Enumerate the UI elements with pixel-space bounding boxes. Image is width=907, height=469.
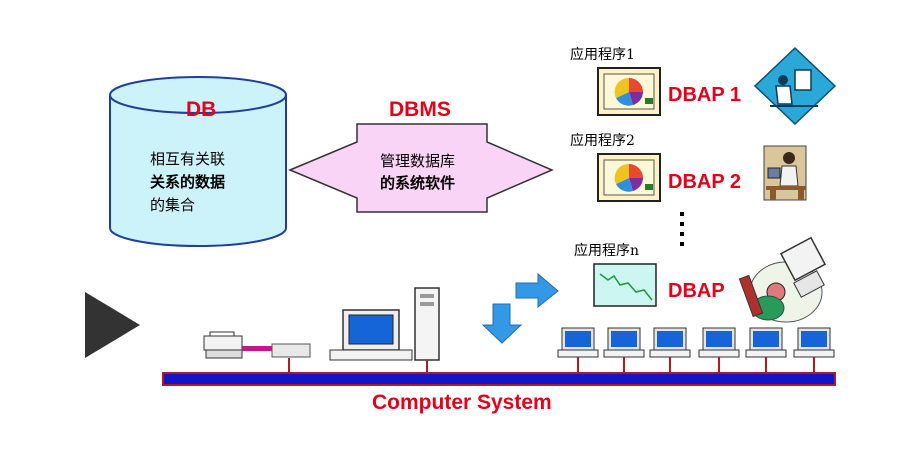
- app-screen-2: [597, 153, 661, 202]
- db-description-line-3: 的集合: [150, 196, 196, 214]
- person-at-desk-icon: [763, 145, 807, 201]
- dbms-description-line-1: 管理数据库: [380, 152, 456, 170]
- arrow-right-icon: [515, 272, 559, 309]
- person-at-workstation-icon: [738, 236, 827, 323]
- db-description-line-1: 相互有关联: [150, 150, 226, 168]
- dbap-label-n: DBAP: [668, 280, 725, 302]
- terminal-5: [745, 327, 787, 373]
- app-screen-n: [593, 263, 657, 307]
- app-screen-1: [597, 67, 661, 116]
- app-program-label-1: 应用程序1: [570, 47, 635, 63]
- dbap-label-1: DBAP 1: [668, 84, 741, 106]
- terminal-4: [698, 327, 740, 373]
- dbms-double-arrow: [288, 123, 554, 213]
- computer-system-label: Computer System: [372, 391, 552, 414]
- printer-icon: [203, 331, 311, 373]
- terminal-6: [793, 327, 835, 373]
- terminal-1: [557, 327, 599, 373]
- database-cylinder: [109, 76, 287, 247]
- db-title: DB: [186, 98, 217, 121]
- dbms-description-line-2: 的系统软件: [380, 174, 456, 192]
- arrow-down-icon: [481, 303, 523, 344]
- terminal-3: [649, 327, 691, 373]
- app-program-label-2: 应用程序2: [570, 133, 635, 149]
- more-apps-ellipsis: [680, 212, 684, 246]
- app-program-label-n: 应用程序n: [574, 243, 640, 259]
- db-description-line-2: 关系的数据: [150, 173, 226, 191]
- dbap-label-2: DBAP 2: [668, 171, 741, 193]
- terminal-row: [557, 327, 835, 373]
- dbms-title: DBMS: [389, 98, 451, 121]
- server-workstation-icon: [329, 287, 440, 373]
- terminal-2: [603, 327, 645, 373]
- network-bus: [162, 372, 836, 386]
- user-at-computer-icon: [753, 46, 837, 126]
- play-icon: [85, 292, 140, 358]
